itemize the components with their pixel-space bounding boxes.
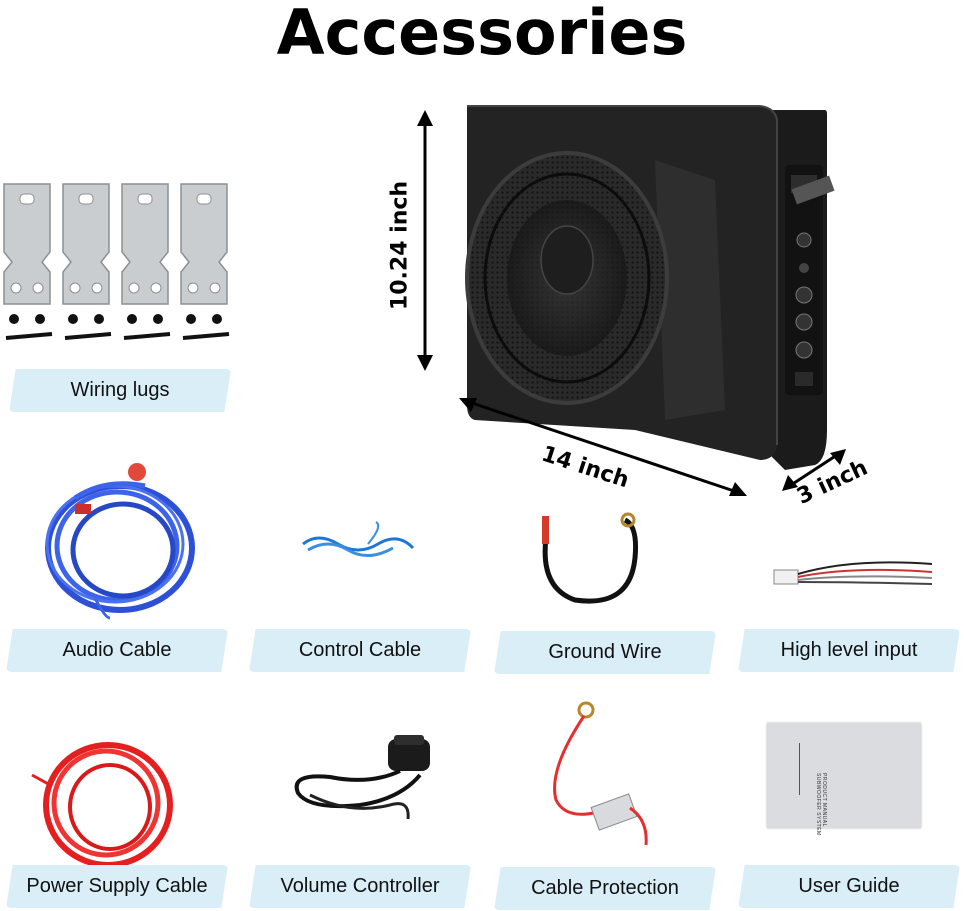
label-volume-controller: Volume Controller bbox=[249, 865, 471, 908]
ground-wire-image bbox=[542, 512, 638, 604]
volume-controller-image bbox=[294, 735, 430, 820]
manual-spine-line bbox=[799, 743, 800, 795]
page-title: Accessories bbox=[276, 0, 688, 69]
height-dimension-label: 10.24 inch bbox=[387, 180, 413, 311]
label-audio-cable: Audio Cable bbox=[6, 629, 228, 672]
width-arrow-icon bbox=[459, 398, 747, 496]
label-ground-wire: Ground Wire bbox=[494, 631, 716, 674]
wiring-lugs-image bbox=[3, 182, 231, 340]
height-arrow-icon bbox=[417, 110, 433, 371]
subwoofer-image bbox=[465, 105, 835, 470]
control-cable-image bbox=[302, 521, 415, 557]
label-high-level-input: High level input bbox=[738, 629, 960, 672]
label-cable-protection: Cable Protection bbox=[494, 867, 716, 910]
high-level-input-image bbox=[773, 561, 933, 585]
cable-protection-image bbox=[553, 701, 648, 846]
user-guide-image: PRODUCT MANUAL SUBWOOFER SYSTEM bbox=[767, 723, 921, 836]
label-user-guide: User Guide bbox=[738, 865, 960, 908]
label-wiring-lugs: Wiring lugs bbox=[9, 369, 231, 412]
label-control-cable: Control Cable bbox=[249, 629, 471, 672]
label-power-supply-cable: Power Supply Cable bbox=[6, 865, 228, 908]
depth-arrow-icon bbox=[782, 449, 846, 491]
power-supply-cable-image bbox=[31, 742, 173, 868]
audio-cable-image bbox=[45, 463, 195, 620]
